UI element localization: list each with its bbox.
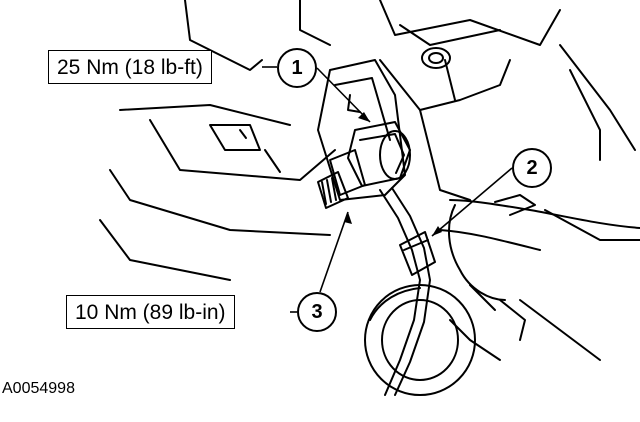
torque-spec-label-2: 10 Nm (89 lb-in) (66, 295, 235, 329)
callout-2: 2 (512, 148, 552, 188)
callout-3: 3 (297, 292, 337, 332)
figure-id-label: A0054998 (2, 380, 75, 397)
callout-1: 1 (277, 48, 317, 88)
torque-spec-label-1: 25 Nm (18 lb-ft) (48, 50, 212, 84)
